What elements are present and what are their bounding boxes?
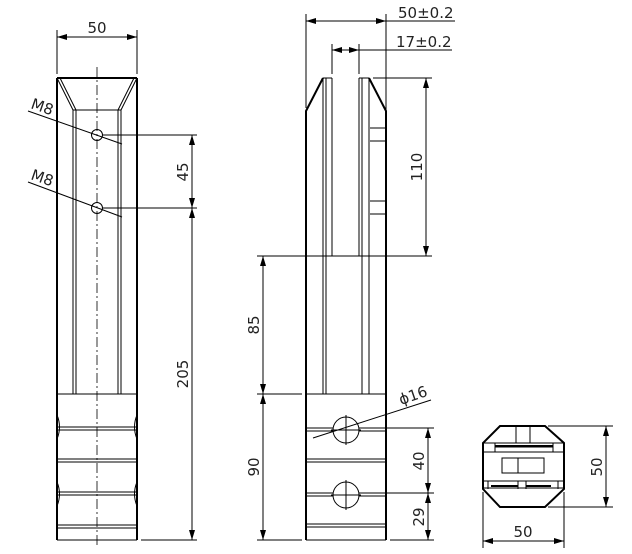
lower-length-dim: 90 [245,457,263,476]
thread-hole-top [91,129,103,141]
side-view: ϕ16 50±0.2 17±0.2 110 85 90 40 29 [245,4,455,541]
slot-width-dim: 17±0.2 [396,33,452,51]
thread-hole-bottom [91,202,103,214]
length-dim: 205 [174,360,192,389]
mounting-hole-bottom [331,480,361,510]
mounting-hole-top [331,415,361,445]
upper-length-dim: 85 [245,315,263,334]
bottom-view: 50 50 [482,425,613,548]
side-width-dim: 50±0.2 [398,4,454,22]
front-view: 50 M8 M8 45 205 [27,19,197,548]
hole-spacing-dim: 45 [174,162,192,181]
front-width-dim: 50 [87,19,106,37]
bottom-width-dim: 50 [513,523,532,541]
bottom-height-dim: 50 [588,457,606,476]
hole-spacing-dim: 40 [410,451,428,470]
hole-offset-dim: 29 [410,507,428,526]
slot-depth-dim: 110 [408,153,426,182]
hole-dia-dim: ϕ16 [396,382,429,408]
thread-label-top: M8 [29,95,56,119]
thread-label-bottom: M8 [29,166,56,190]
